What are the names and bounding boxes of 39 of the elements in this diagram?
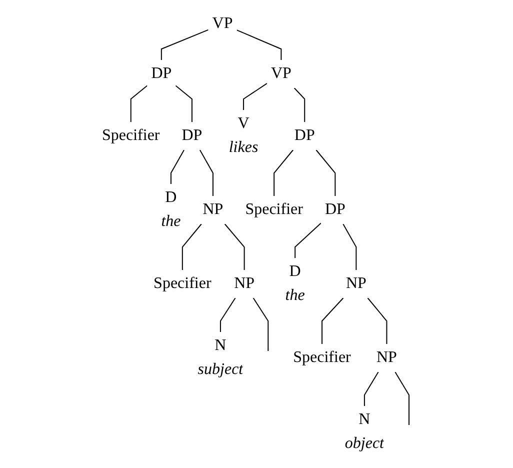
connector — [252, 298, 268, 352]
node-text: DP — [181, 127, 202, 144]
node-text: D the — [284, 263, 304, 304]
connector — [342, 224, 356, 270]
node-text: D the — [160, 189, 180, 230]
connector — [160, 29, 208, 60]
connector — [170, 150, 184, 184]
connector — [181, 224, 202, 270]
node-text: N subject — [197, 337, 243, 378]
connector — [321, 298, 344, 344]
node-text: NP — [376, 349, 396, 366]
node-text: V likes — [228, 115, 258, 156]
node-text: DP — [150, 65, 172, 82]
connector — [224, 224, 244, 270]
node-text: DP — [324, 201, 345, 218]
connector — [394, 372, 409, 426]
connector — [315, 150, 336, 196]
connector — [363, 372, 378, 406]
node-text: VP — [270, 65, 291, 82]
node-text: NP — [202, 201, 223, 218]
connector — [242, 82, 267, 110]
node-text: NP — [345, 275, 366, 292]
connector — [366, 298, 387, 344]
connector — [273, 150, 294, 196]
node-text: NP — [234, 275, 254, 292]
connector — [130, 85, 148, 122]
node-text: Specifier — [292, 349, 350, 366]
connector — [174, 85, 192, 122]
node-text: VP — [212, 15, 232, 32]
connector — [236, 30, 282, 60]
node-text: DP — [294, 127, 314, 144]
node-text: Specifier — [153, 275, 211, 292]
connector — [198, 150, 213, 196]
node-text: Specifier — [244, 201, 302, 218]
connector — [219, 298, 236, 332]
connector — [293, 88, 305, 122]
node-text: Specifier — [102, 127, 160, 144]
connector — [294, 222, 321, 258]
node-text: N object — [344, 411, 384, 452]
